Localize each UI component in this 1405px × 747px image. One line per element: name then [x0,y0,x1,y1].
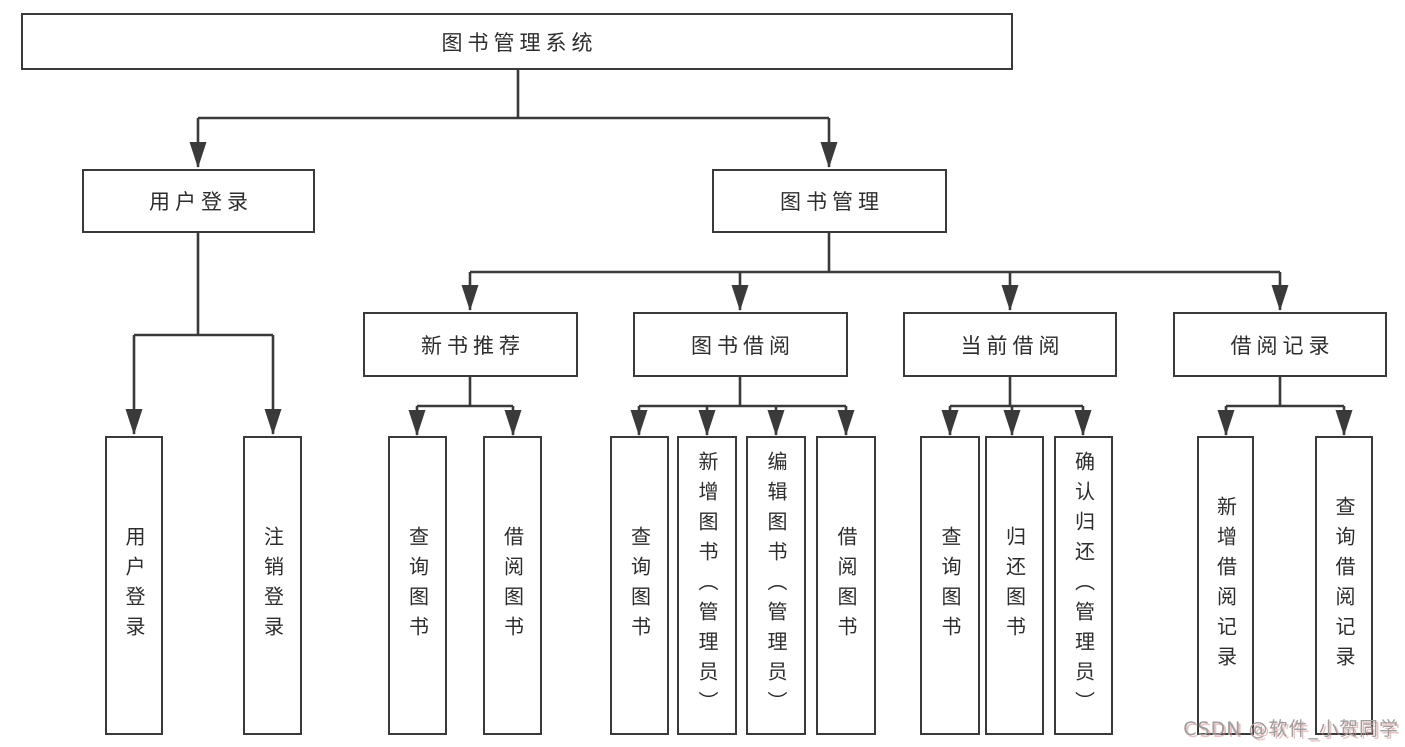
connector-user-login-fork [125,233,282,435]
node-borrowing-records: 借阅记录 [1173,312,1387,377]
leaf-query-books-borrow: 查询图书 [610,436,669,735]
leaf-query-borrow-record: 查询借阅记录 [1315,436,1373,735]
leaf-user-login: 用户登录 [105,436,163,735]
connector-book-borrow-fork [630,377,855,436]
watermark: CSDN @软件_小贺同学 [1183,718,1399,740]
leaf-query-books-current: 查询图书 [920,436,980,735]
connector-book-management-fork [461,233,1289,311]
leaf-add-book-admin: 新增图书（管理员） [677,436,737,735]
leaf-query-books-recommend: 查询图书 [388,436,447,735]
leaf-logout: 注销登录 [243,436,302,735]
connector-new-book-fork [408,377,522,436]
leaf-borrow-books: 借阅图书 [816,436,876,735]
connector-current-borrow-fork [941,377,1092,436]
leaf-add-borrow-record: 新增借阅记录 [1197,436,1254,735]
node-library-management-system: 图书管理系统 [21,13,1013,70]
connector-borrow-record-fork [1217,377,1353,436]
leaf-confirm-return-admin: 确认归还（管理员） [1054,436,1113,735]
leaf-edit-book-admin: 编辑图书（管理员） [746,436,806,735]
node-current-borrowing: 当前借阅 [903,312,1117,377]
node-new-book-recommendation: 新书推荐 [363,312,578,377]
node-book-management: 图书管理 [712,169,947,233]
node-user-login: 用户登录 [82,169,315,233]
connector-root-fork [189,70,838,168]
node-book-borrowing: 图书借阅 [633,312,848,377]
leaf-borrow-books-recommend: 借阅图书 [483,436,542,735]
leaf-return-books: 归还图书 [985,436,1044,735]
